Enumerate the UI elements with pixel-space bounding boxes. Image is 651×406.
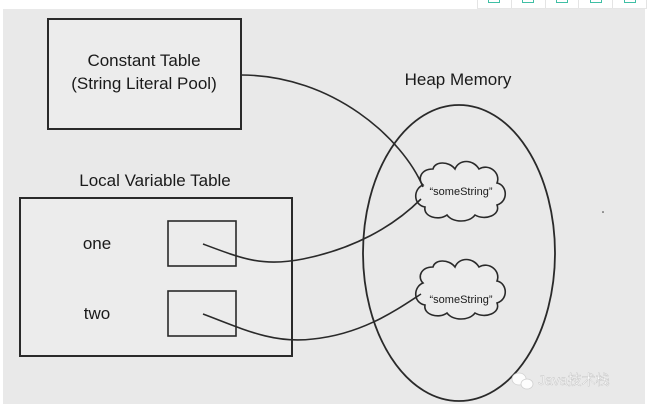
diagram-svg: Constant Table (String Literal Pool) Loc… xyxy=(19,18,610,402)
local-variable-table: Local Variable Table one two xyxy=(19,171,293,357)
toolbar-icon-2 xyxy=(522,0,535,3)
reference-one-to-string-1 xyxy=(202,198,422,263)
variable-slot-one xyxy=(167,220,237,267)
string-object-cloud-2 xyxy=(414,258,507,320)
heap-memory-ellipse xyxy=(362,104,556,402)
string-object-cloud-1 xyxy=(414,160,507,222)
constant-table-title: Constant Table xyxy=(87,51,200,70)
toolbar-icon-4 xyxy=(589,0,602,3)
reference-constant-to-string-1 xyxy=(240,74,424,188)
toolbar-icon-1 xyxy=(488,0,501,3)
constant-table: Constant Table (String Literal Pool) xyxy=(47,18,242,130)
watermark-text: Java技术栈 xyxy=(538,372,610,388)
wechat-icon xyxy=(511,372,534,390)
reference-two-to-string-2 xyxy=(202,293,422,341)
string-object-label-2: “someString” xyxy=(430,294,493,306)
variable-name-one: one xyxy=(83,234,111,253)
constant-table-box xyxy=(47,18,242,130)
toolbar-button-3[interactable] xyxy=(544,0,579,8)
watermark: Java技术栈 xyxy=(511,372,610,390)
variable-name-two: two xyxy=(84,304,110,323)
reference-lines xyxy=(202,74,424,341)
heap-memory-title: Heap Memory xyxy=(405,70,512,89)
local-variable-table-title: Local Variable Table xyxy=(79,171,231,190)
stray-dot xyxy=(602,211,604,213)
toolbar-icon-5 xyxy=(623,0,636,3)
constant-table-subtitle: (String Literal Pool) xyxy=(71,74,217,93)
toolbar-icon-3 xyxy=(555,0,568,3)
toolbar-button-2[interactable] xyxy=(510,0,545,8)
image-toolbar xyxy=(477,0,647,9)
variable-slot-two xyxy=(167,290,237,337)
diagram-image: Constant Table (String Literal Pool) Loc… xyxy=(3,9,645,404)
string-object-label-1: “someString” xyxy=(430,186,493,198)
toolbar-button-5[interactable] xyxy=(612,0,647,8)
heap-memory: Heap Memory “someString” “someString” xyxy=(362,70,556,402)
toolbar-button-1[interactable] xyxy=(477,0,511,8)
toolbar-button-4[interactable] xyxy=(578,0,612,8)
